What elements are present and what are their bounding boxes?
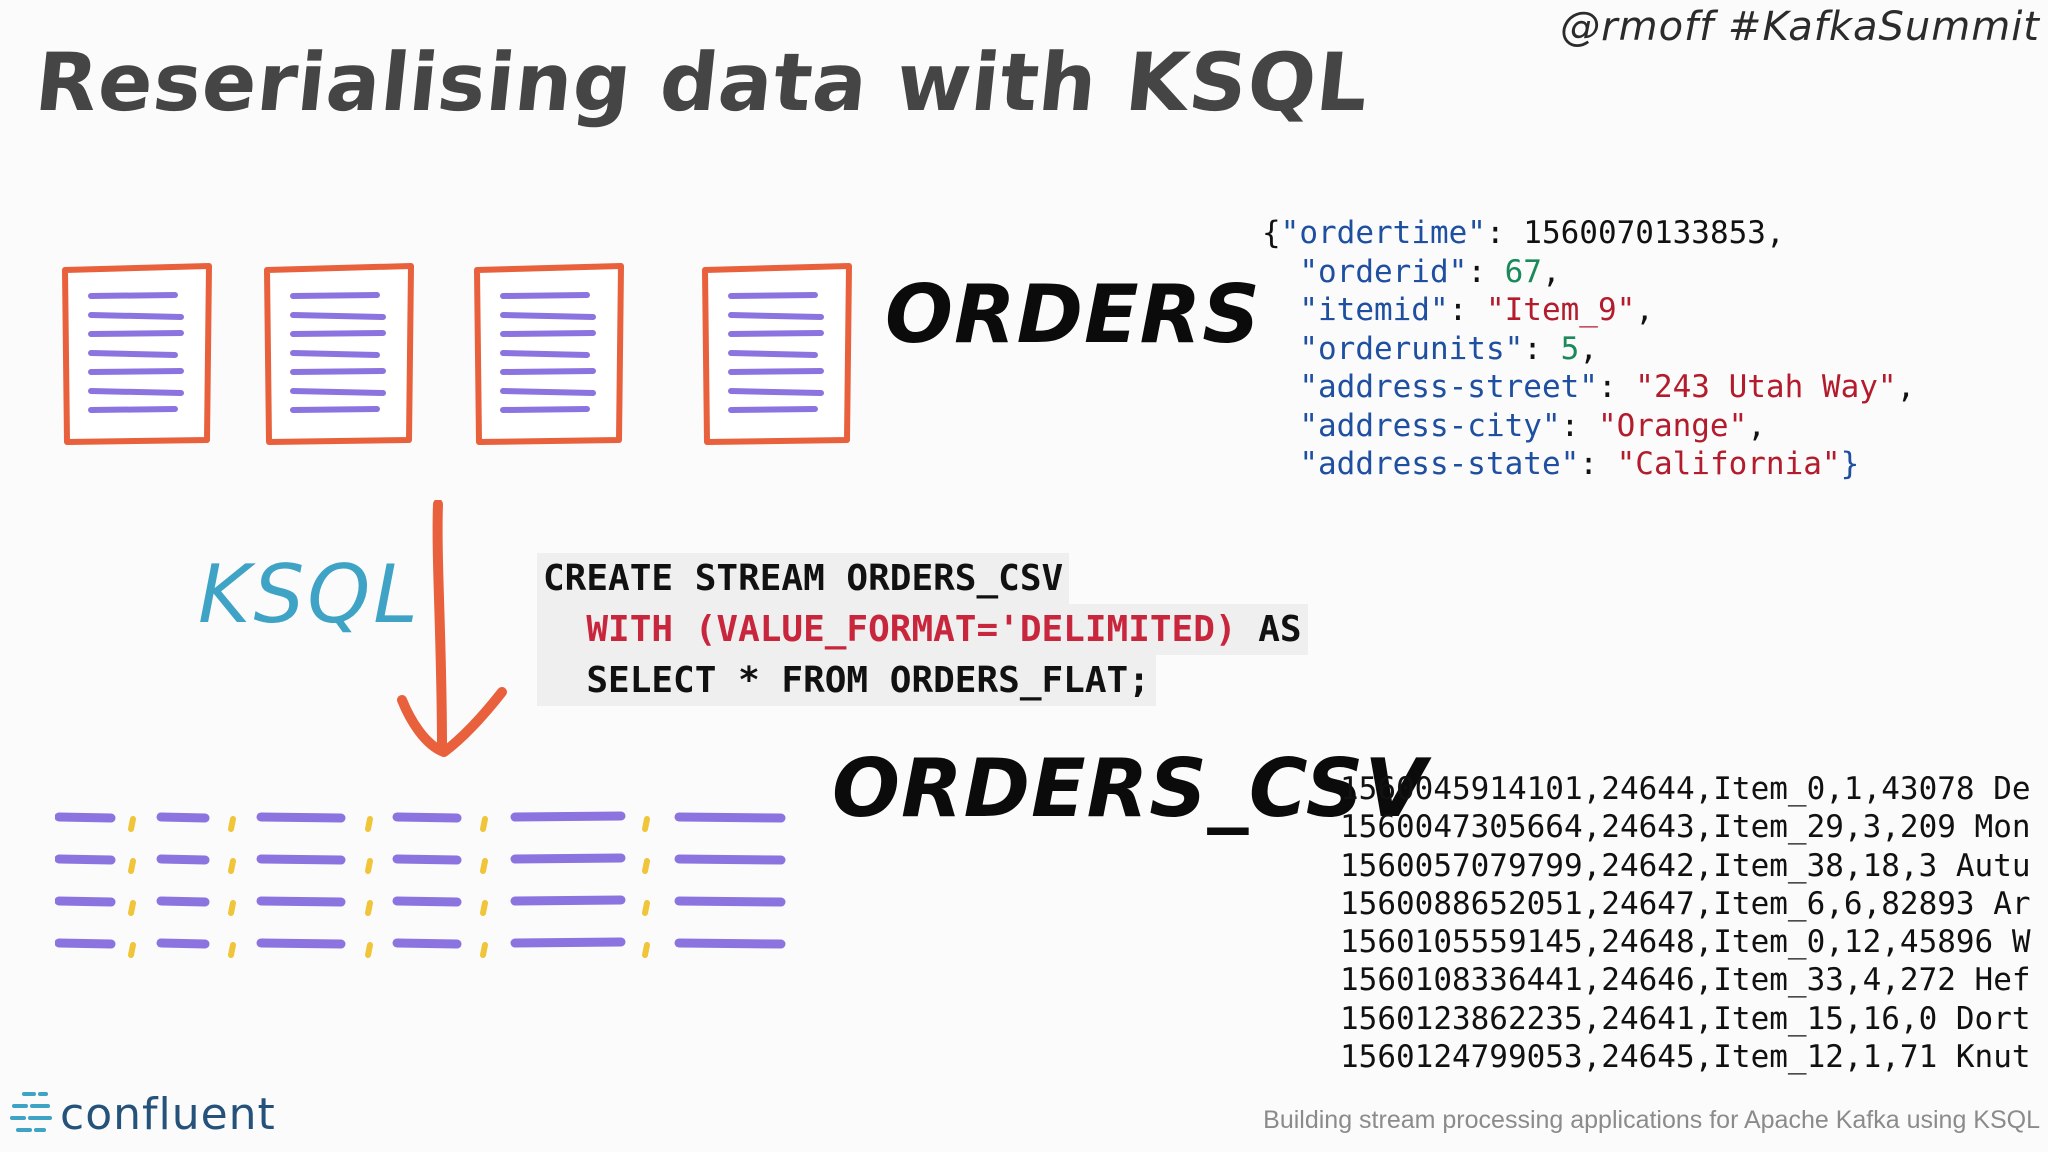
json-line: "address-city": "Orange", xyxy=(1299,407,1766,444)
confluent-logo-icon xyxy=(10,1092,52,1132)
sql-line-1: CREATE STREAM ORDERS_CSV xyxy=(537,553,1070,604)
json-line: "itemid": "Item_9", xyxy=(1299,292,1654,328)
csv-row: 1560108336441,24646,Item_33,4,272 Hef xyxy=(1340,962,2031,999)
csv-row-icon xyxy=(55,853,786,874)
csv-row: 1560057079799,24642,Item_38,18,3 Autu xyxy=(1340,847,2031,884)
document-icon xyxy=(702,263,852,445)
csv-row: 1560088652051,24647,Item_6,6,82893 Ar xyxy=(1340,885,2031,922)
sql-with-clause: WITH (VALUE_FORMAT='DELIMITED) xyxy=(543,609,1237,650)
csv-row-icon xyxy=(55,895,786,916)
document-icon xyxy=(62,263,212,445)
orders-label: ORDERS xyxy=(885,268,1261,361)
json-line: {"ordertime": 1560070133853, xyxy=(1262,215,1785,251)
json-line: "orderunits": 5, xyxy=(1299,330,1598,367)
orders-json-sample: {"ordertime": 1560070133853, "orderid": … xyxy=(1262,214,1915,484)
json-line: "address-state": "California"} xyxy=(1299,446,1860,482)
csv-row: 1560124799053,24645,Item_12,1,71 Knut xyxy=(1340,1039,2031,1076)
csv-rows-icon xyxy=(55,811,786,958)
twitter-handle: @rmoff #KafkaSummit xyxy=(1560,4,2040,50)
down-arrow-icon xyxy=(397,500,507,757)
csv-row: 1560047305664,24643,Item_29,3,209 Mon xyxy=(1340,809,2031,846)
document-icon xyxy=(264,263,414,445)
csv-row: 1560105559145,24648,Item_0,12,45896 W xyxy=(1340,924,2031,961)
sql-line-2: WITH (VALUE_FORMAT='DELIMITED) AS xyxy=(537,604,1308,655)
sql-line-3: SELECT * FROM ORDERS_FLAT; xyxy=(537,655,1156,706)
csv-row-icon xyxy=(55,937,786,958)
document-icon xyxy=(474,263,624,445)
orders-documents xyxy=(62,263,852,445)
sql-as-keyword: AS xyxy=(1236,609,1302,650)
ksql-label: KSQL xyxy=(198,548,421,641)
slide-title: Reserialising data with KSQL xyxy=(31,36,1374,129)
json-line: "orderid": 67, xyxy=(1299,253,1561,290)
csv-row: 1560045914101,24644,Item_0,1,43078 De xyxy=(1340,771,2031,807)
confluent-logo: confluent xyxy=(10,1088,276,1140)
csv-row-icon xyxy=(55,811,786,832)
orders-csv-label: ORDERS_CSV xyxy=(832,742,1428,835)
footer-caption: Building stream processing applications … xyxy=(1263,1106,2040,1134)
confluent-wordmark: confluent xyxy=(60,1088,276,1140)
json-line: "address-street": "243 Utah Way", xyxy=(1299,369,1916,405)
csv-row: 1560123862235,24641,Item_15,16,0 Dort xyxy=(1340,1000,2031,1037)
